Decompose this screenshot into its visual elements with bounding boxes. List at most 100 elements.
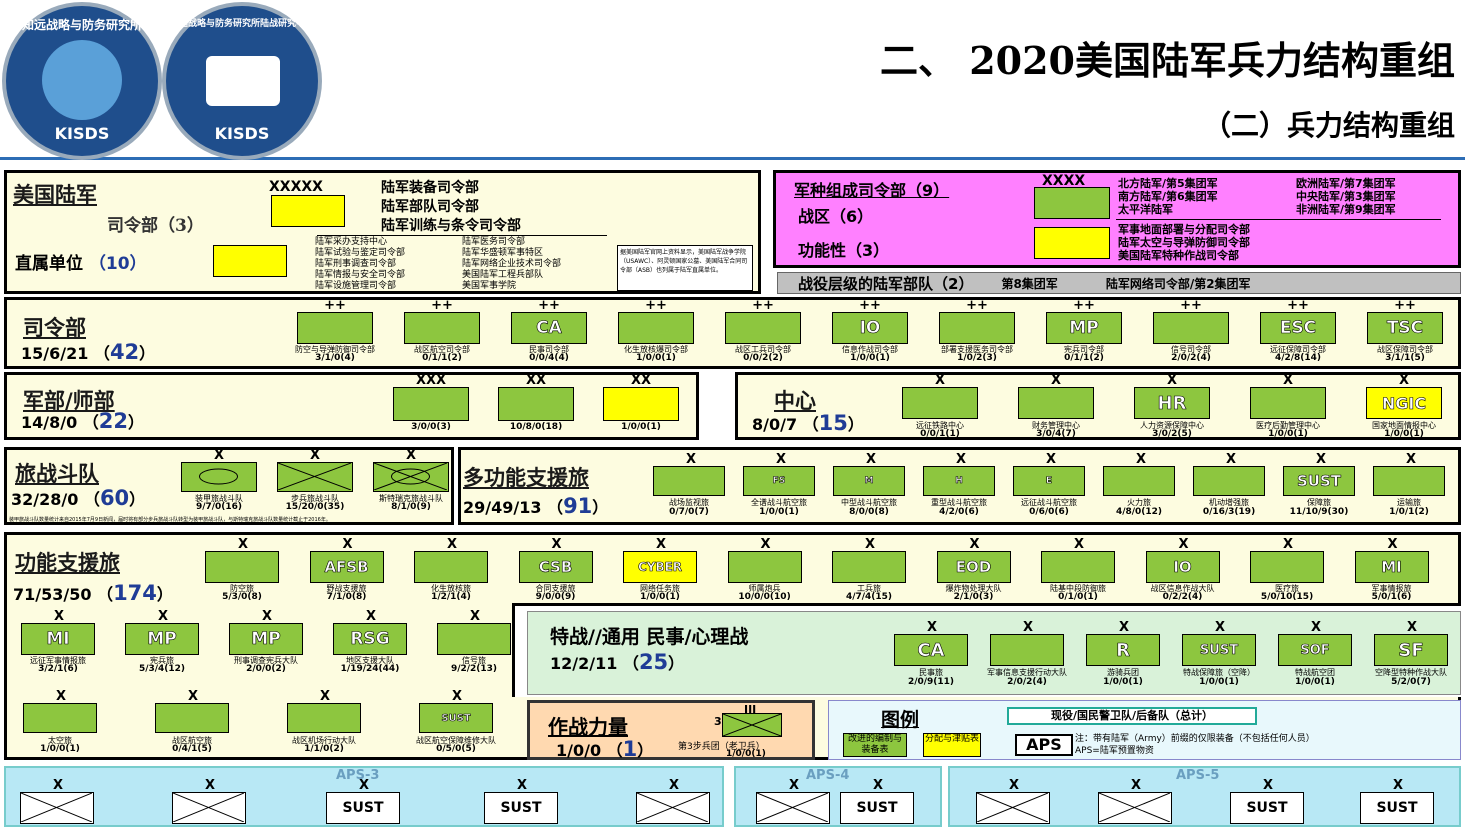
sof-title: 特战//通用 民事/心理战: [550, 626, 749, 648]
echelon-mark: X: [926, 620, 938, 635]
echelon-mark: X: [1282, 373, 1294, 388]
cross-icon: [278, 463, 351, 490]
echelon-mark: X: [358, 778, 370, 793]
unit-symbol: CYBER: [623, 551, 697, 583]
unit-symbol: [297, 312, 373, 344]
echelon-mark: ++: [859, 298, 881, 313]
command-item: 陆军装备司令部: [381, 180, 479, 196]
army-symbol: [271, 195, 345, 227]
unit-label: 防空与导弹防御司令部: [295, 345, 375, 354]
echelon-mark: ++: [324, 298, 346, 313]
aps5-label: APS-5: [1176, 768, 1220, 783]
unit-count: 0/0/2(2): [743, 353, 783, 363]
logo-text: 知远战略与防务研究所: [21, 18, 142, 32]
unit-symbol: [287, 703, 361, 733]
unit-label: 师属炮兵: [748, 584, 781, 593]
legend-aps: APS: [1015, 734, 1073, 756]
echelon-mark: X: [1178, 537, 1189, 552]
unit-symbol: NGIC: [1366, 387, 1442, 419]
army-commands: 陆军装备司令部 陆军部队司令部 陆军训练与条令司令部: [381, 179, 521, 236]
unit-label: 远征保障司令部: [1270, 345, 1326, 354]
echelon-mark: ++: [645, 298, 667, 313]
unit-label: 人力资源保障中心: [1140, 421, 1204, 430]
unit-count: 3/1/1(5): [1385, 353, 1425, 363]
command-item: 陆军部队司令部: [381, 199, 479, 215]
unit-count: 5/0/10(15): [1260, 592, 1314, 602]
unit-label: 地区支援大队: [346, 656, 394, 665]
unit-label: 陆基中段防御旅: [1050, 584, 1106, 593]
sof-count: 12/2/11 （25）: [550, 650, 685, 674]
unit-symbol: MP: [125, 623, 199, 655]
echelon-mark: XXXX: [1042, 173, 1086, 189]
unit-symbol: [498, 387, 574, 421]
unit-count: 0/0/4(4): [529, 353, 569, 363]
unit-symbol: [1193, 466, 1265, 496]
unit-count: 10/8/0(18): [509, 422, 563, 432]
unit-count: 1/0/0(1): [1384, 429, 1424, 439]
echelon-mark: X: [469, 609, 481, 624]
cross-icon: [757, 793, 828, 822]
unit-count: 0/7/0(7): [669, 507, 709, 517]
func-symbol: [1034, 227, 1110, 259]
mfsb-count: 29/49/13 （91）: [463, 494, 609, 518]
echelon-mark: X: [1130, 778, 1142, 793]
unit-label: 宪兵旅: [150, 656, 174, 665]
unit-label: 空降型特种作战大队: [1375, 668, 1447, 677]
page-title: 二、 2020美国陆军兵力结构重组: [880, 38, 1455, 83]
unit-symbol: [727, 551, 802, 583]
cross-icon: [977, 793, 1048, 822]
unit-symbol: MI: [21, 623, 95, 655]
unit-label: 医疗后勤管理中心: [1256, 421, 1320, 430]
unit-count: 5/3/0(8): [222, 592, 262, 602]
func-label: 功能性（3）: [798, 241, 890, 260]
unit-count: 4/2/8(14): [1274, 353, 1322, 363]
unit-count: 7/1/0(8): [326, 592, 367, 602]
unit-symbol: IO: [832, 312, 908, 344]
unit-symbol: MP: [1046, 312, 1122, 344]
echelon-mark: X: [204, 778, 216, 793]
legend-title: 图例: [881, 709, 920, 731]
unit-symbol: [1018, 387, 1094, 419]
unit-count: 9/2/2(13): [450, 664, 498, 674]
echelon-mark: X: [1118, 620, 1130, 635]
unit-label: 远征铁路中心: [916, 421, 964, 430]
army-sub: 司令部（3）: [107, 216, 204, 236]
cross-icon: [637, 793, 708, 822]
unit-count: 1/0/0(1): [621, 422, 661, 432]
unit-count: 2/1/0(3): [953, 592, 994, 602]
unit-label: 信号司令部: [1171, 345, 1211, 354]
unit-count: 8/0/0(8): [849, 507, 889, 517]
hq-title: 司令部: [23, 315, 86, 340]
unit-symbol: IO: [1145, 551, 1220, 583]
echelon-mark: X: [1310, 620, 1322, 635]
aps4-label: APS-4: [806, 768, 850, 783]
unit-label: 远征军事情报旅: [30, 656, 86, 665]
unit-count: 0/5/0(5): [436, 744, 476, 754]
echelon-mark: X: [1315, 452, 1327, 467]
unit-label: 战场监视旅: [669, 498, 709, 507]
cross-icon: [173, 793, 244, 822]
unit-symbol: HR: [1134, 387, 1210, 419]
echelon-mark: X: [516, 778, 528, 793]
legend-panel: 图例 现役/国民警卫队/后备队（总计） 改进的编制与装备表 分配与津贴表 APS…: [828, 700, 1461, 760]
unit-count: 5/0/1(6): [1371, 592, 1412, 602]
unit-symbol: SUST: [1230, 792, 1304, 824]
unit-label: 化生放核爆司令部: [624, 345, 688, 354]
echelon-mark: ++: [1180, 298, 1202, 313]
unit-symbol: [653, 466, 725, 496]
echelon-mark: X: [864, 537, 876, 552]
combat-prefix: 3: [714, 715, 722, 728]
unit-label: 网络任务旅: [640, 584, 680, 593]
infantry-symbol: [722, 713, 782, 737]
direct-symbol: [213, 245, 287, 277]
unit-symbol: [172, 792, 246, 824]
combat-title: 作战力量: [548, 715, 628, 739]
echelon-mark: X: [1050, 373, 1062, 388]
unit-label: 特战保障旅（空降）: [1183, 668, 1255, 677]
cross-icon: [1099, 793, 1170, 822]
func-units: 军事地面部署与分配司令部陆军太空与导弹防御司令部美国陆军特种作战司令部: [1118, 223, 1250, 262]
legend-yellow: 分配与津贴表: [923, 733, 981, 757]
echelon-mark: X: [1387, 537, 1398, 552]
